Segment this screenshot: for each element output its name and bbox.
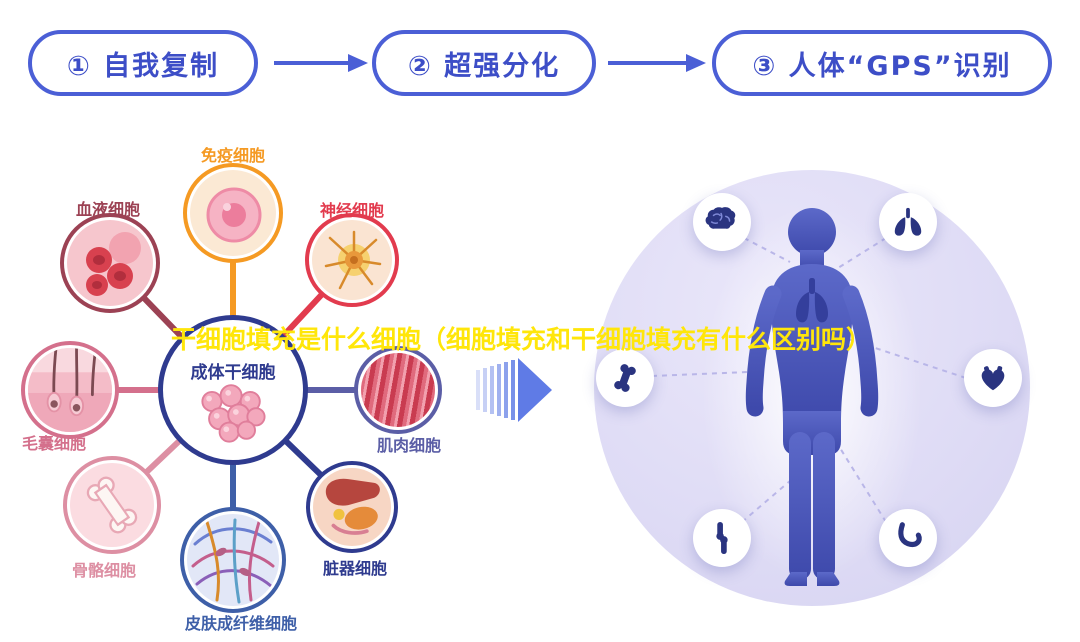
cell-label-nerve: 神经细胞 <box>319 201 385 220</box>
organ-circle-stomach <box>879 509 937 567</box>
cell-label-muscle: 肌肉细胞 <box>376 436 442 455</box>
joint-icon <box>716 521 728 555</box>
brain-icon <box>705 207 736 229</box>
page-title-overlay: 干细胞填充是什么细胞（细胞填充和干细胞填充有什么区别吗） <box>170 325 872 354</box>
cell-circle-muscle <box>354 346 442 434</box>
bone-icon <box>614 364 636 392</box>
bone-illustration <box>70 463 154 547</box>
cell-circle-blood <box>60 213 160 313</box>
cell-label-blood: 血液细胞 <box>75 200 141 219</box>
nerve-cell-illustration <box>312 220 392 300</box>
cell-circle-skin-fibroblast <box>180 507 286 613</box>
heart-icon <box>981 366 1005 391</box>
cell-circle-immune <box>183 163 283 263</box>
organ-circle-lungs <box>879 193 937 251</box>
organ-illustration <box>313 468 391 546</box>
center-cell-label: 成体干细胞 <box>190 363 276 383</box>
cell-label-immune: 免疫细胞 <box>200 146 266 165</box>
lungs-icon <box>894 207 922 236</box>
human-body-figure <box>745 208 879 586</box>
stomach-icon <box>898 522 922 547</box>
immune-cell-illustration <box>190 170 276 256</box>
organ-circle-joint <box>693 509 751 567</box>
flow-arrow-icon <box>476 358 552 422</box>
cell-label-bone: 骨骼细胞 <box>71 561 137 580</box>
cell-circle-bone <box>63 456 161 554</box>
cell-circle-organ <box>306 461 398 553</box>
cell-circle-nerve <box>305 213 399 307</box>
step-badge-gps-recognition: ③ 人体“GPS”识别 <box>712 30 1052 96</box>
fibroblast-mesh-illustration <box>187 514 279 606</box>
step-badge-self-replication: ① 自我复制 <box>28 30 258 96</box>
organ-circle-heart <box>964 349 1022 407</box>
organ-circle-brain <box>693 193 751 251</box>
muscle-fiber-illustration <box>361 353 435 427</box>
step-badge-differentiation: ② 超强分化 <box>372 30 596 96</box>
hair-follicle-illustration <box>28 348 112 432</box>
cell-label-skin-fibroblast: 皮肤成纤维细胞 <box>184 614 298 633</box>
cell-circle-hair-follicle <box>21 341 119 439</box>
blood-cell-illustration <box>67 220 153 306</box>
cell-label-organ: 脏器细胞 <box>322 559 388 578</box>
center-cell-circle-adult-stem-cell: 成体干细胞 <box>158 315 308 465</box>
cell-label-hair-follicle: 毛囊细胞 <box>21 434 87 453</box>
organ-circle-bone <box>596 349 654 407</box>
stem-cell-cluster-illustration <box>166 323 300 457</box>
